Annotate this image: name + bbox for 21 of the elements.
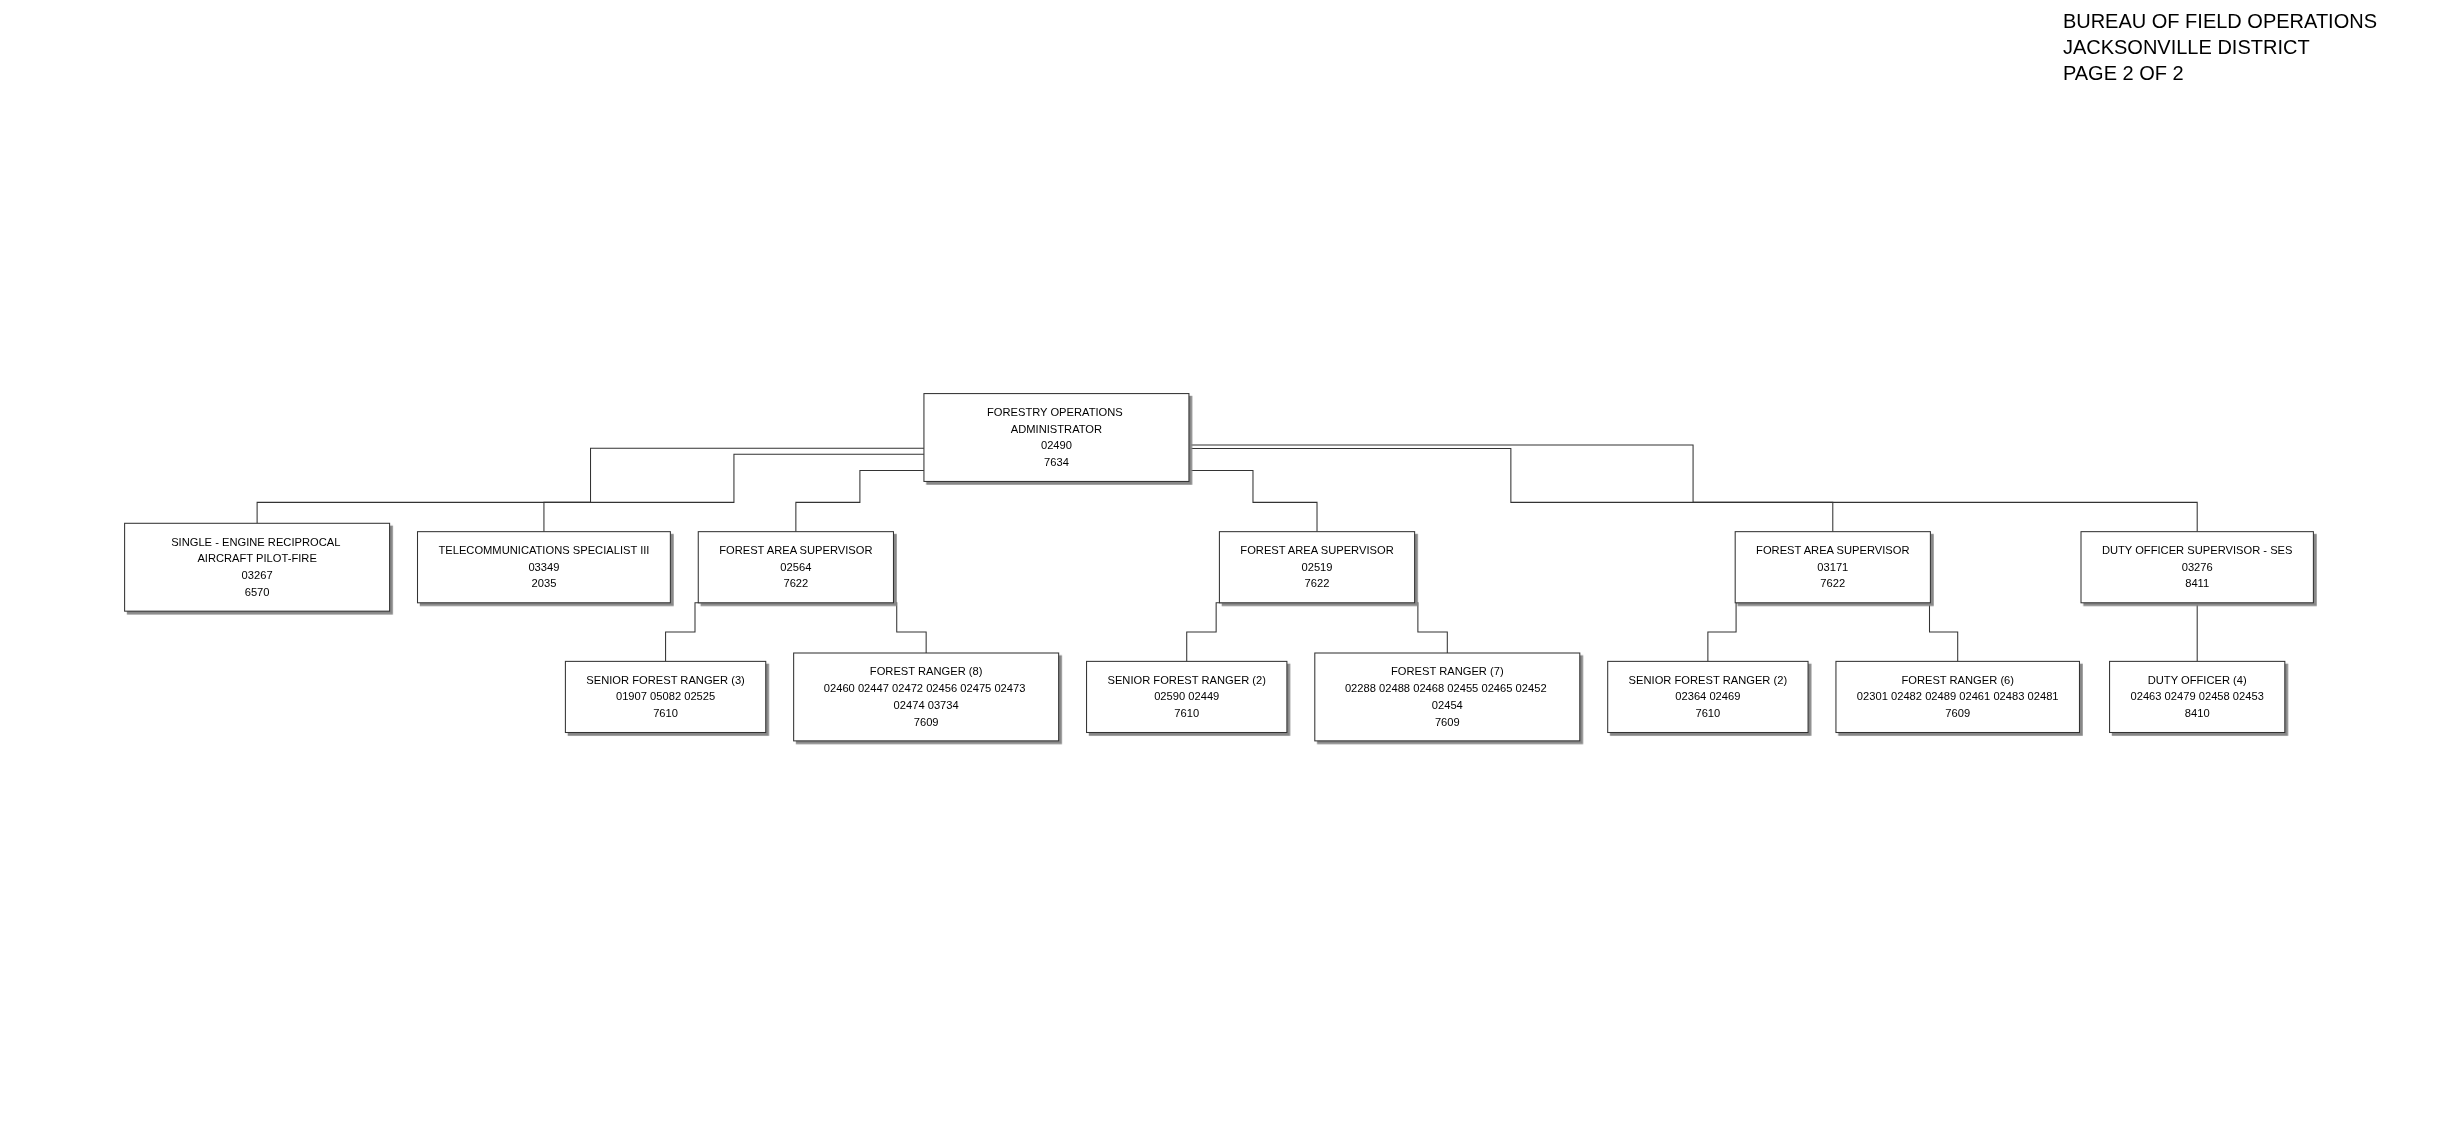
node-box: FOREST RANGER (8) 02460 02447 02472 02456 02475 02473 02474 03734 7609: [792, 652, 1059, 742]
node-box: SENIOR FOREST RANGER (3) 01907 05082 02525 7610: [564, 660, 766, 733]
node-box: SENIOR FOREST RANGER (2) 02590 02449 7610: [1085, 660, 1287, 733]
connector: [256, 447, 924, 524]
node-box: FOREST AREA SUPERVISOR 02519 7622: [1218, 530, 1415, 604]
node-box: FORESTRY OPERATIONS ADMINISTRATOR 02490 7634: [922, 392, 1189, 482]
node-box: FOREST RANGER (7) 02288 02488 02468 02455 02465 02452 02454 7609: [1313, 652, 1580, 742]
node-box: FOREST RANGER (6) 02301 02482 02489 02461 02483 02481 7609: [1834, 660, 2080, 733]
node-box: SENIOR FOREST RANGER (2) 02364 02469 7610: [1606, 660, 1809, 733]
node-box: SINGLE - ENGINE RECIPROCAL AIRCRAFT PILOT-FIRE 03267 6570: [123, 522, 390, 612]
node-box: DUTY OFFICER SUPERVISOR - SES 03276 8411: [2079, 530, 2314, 604]
connector: [2196, 602, 2198, 662]
header-note: JACKSONVILLE DISTRICT: [2062, 35, 2311, 60]
node-box: FOREST AREA SUPERVISOR 02564 7622: [697, 530, 894, 604]
node-box: DUTY OFFICER (4) 02463 02479 02458 02453 8410: [2108, 660, 2285, 733]
header-note: PAGE 2 OF 2: [2062, 61, 2185, 86]
header-note: BUREAU OF FIELD OPERATIONS: [2062, 9, 2377, 34]
connector: [794, 469, 924, 532]
node-box: FOREST AREA SUPERVISOR 03171 7622: [1734, 530, 1931, 604]
node-box: TELECOMMUNICATIONS SPECIALIST III 03349 2035: [416, 530, 671, 604]
connector: [542, 453, 924, 532]
